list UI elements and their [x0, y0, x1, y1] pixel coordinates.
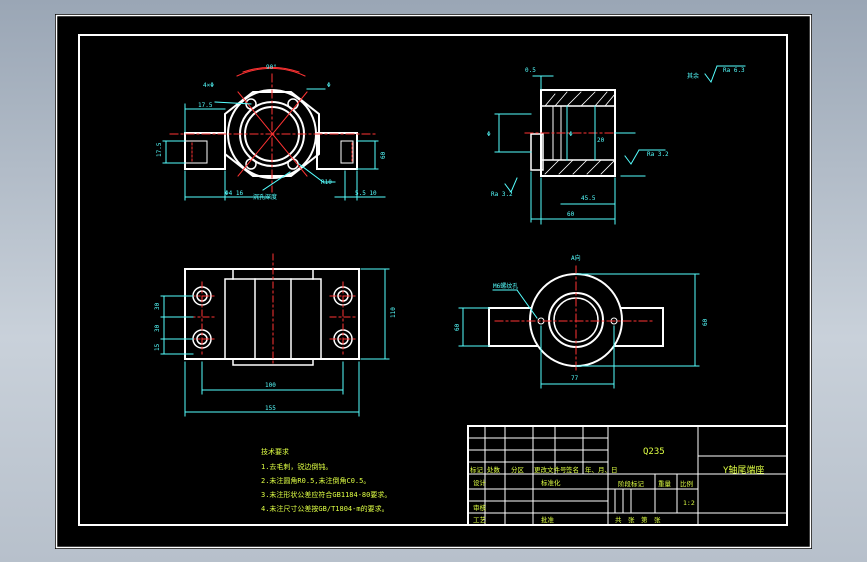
- tb-scale: 1:2: [683, 499, 695, 507]
- dim-bore-a: Φ: [487, 131, 491, 138]
- dim-hole-span: 100: [265, 382, 276, 389]
- tech-req-3: 3.未注形状公差应符合GB1184-80要求。: [261, 490, 391, 499]
- dim-bottom-right: 5.5 10: [355, 190, 377, 197]
- side-view: 0.5 Φ Φ 20 45.5 60 Ra 3.2 Ra 3.2 其余 Ra 6…: [487, 65, 746, 225]
- tech-requirements: 技术要求 1.去毛刺，锐边倒钝。 2.未注圆角R0.5,未注倒角C0.5。 3.…: [261, 447, 391, 513]
- cad-viewport[interactable]: 90° 4×Φ: [55, 14, 812, 549]
- tb-rev-date: 年、月、日: [585, 465, 618, 474]
- note-counterbore: 沉孔深度: [253, 193, 277, 201]
- dim-angle: 90°: [266, 64, 277, 71]
- tb-material: Q235: [643, 447, 665, 457]
- dim-depth: 20: [597, 137, 605, 144]
- tech-req-2: 2.未注圆角R0.5,未注倒角C0.5。: [261, 476, 370, 485]
- a-view: A向 M6螺纹孔 60 77 60: [454, 254, 709, 389]
- roughness-right: Ra 3.2: [647, 151, 669, 158]
- drawing-frame: [78, 34, 788, 526]
- roughness-left: Ra 3.2: [491, 191, 513, 198]
- dim-holes: 4×Φ: [203, 82, 214, 89]
- dim-front-height: 110: [390, 307, 397, 318]
- dim-flange: 17.5: [198, 102, 213, 109]
- dim-inner-len: 45.5: [581, 195, 596, 202]
- sheet-outer-border: [55, 14, 812, 549]
- tb-process: 工艺: [473, 516, 487, 524]
- tech-req-1: 1.去毛刺，锐边倒钝。: [261, 462, 332, 471]
- dim-total-len: 60: [567, 211, 575, 218]
- tb-design: 设计: [473, 478, 487, 487]
- tb-rev-zone: 分区: [511, 465, 525, 474]
- tb-rev-doc: 更改文件号: [534, 465, 567, 474]
- tb-approve: 批准: [541, 515, 555, 524]
- note-thread-hole: M6螺纹孔: [493, 282, 518, 290]
- front-view: 30 30 15 100 155 110: [154, 253, 397, 417]
- dim-total-width: 155: [265, 405, 276, 412]
- dim-pitch-1: 30: [154, 302, 161, 310]
- dim-hole-distance: 77: [571, 375, 579, 382]
- dim-bore-b: Φ: [569, 131, 573, 138]
- view-label-a: A向: [571, 254, 581, 262]
- tb-review: 审核: [473, 503, 487, 512]
- tb-standardize: 标准化: [541, 478, 561, 487]
- tb-rev-sign: 签名: [566, 465, 579, 474]
- roughness-other-label: 其余: [687, 72, 699, 80]
- tb-rev-count: 处数: [487, 465, 501, 474]
- dim-pitch-3: 15: [154, 343, 161, 351]
- drawing-sheet: 90° 4×Φ: [55, 14, 812, 549]
- dim-radius: R10: [321, 179, 332, 186]
- dim-flange-h: 17.5: [156, 142, 163, 157]
- tb-part-name: Y轴尾端座: [723, 464, 764, 476]
- tb-stage-mark: 阶段标记: [618, 479, 645, 488]
- dim-chamfer: 0.5: [525, 67, 536, 74]
- dim-pitch-2: 30: [154, 324, 161, 332]
- dim-a-height: 60: [702, 318, 709, 326]
- dim-dia: Φ: [327, 82, 331, 89]
- dim-tab-height: 60: [454, 323, 461, 331]
- tb-sheet: 共 张 第 张: [615, 515, 661, 524]
- tb-scale-label: 比例: [680, 479, 693, 488]
- tech-req-4: 4.未注尺寸公差按GB/T1804-m的要求。: [261, 504, 389, 513]
- dim-bottom-left: Φ4 16: [225, 190, 243, 197]
- title-block: 标记 处数 分区 更改文件号 签名 年、月、日 设计 标准化 阶段标记 重量 比…: [467, 425, 788, 526]
- dim-height: 60: [380, 151, 387, 159]
- roughness-other-value: Ra 6.3: [723, 67, 745, 74]
- tb-rev-mark: 标记: [470, 465, 484, 474]
- tb-weight: 重量: [658, 480, 672, 488]
- tech-req-title: 技术要求: [261, 447, 289, 456]
- top-view: 90° 4×Φ: [156, 64, 387, 201]
